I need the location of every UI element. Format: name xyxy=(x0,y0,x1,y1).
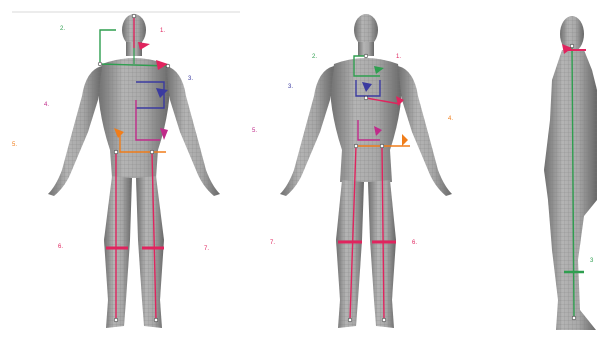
front-label-5: 5. xyxy=(12,142,17,148)
front-figure: 1. 2. 3. 4. 5. 6. 7. xyxy=(12,14,220,328)
side-body xyxy=(544,16,597,330)
back-label-2: 2. xyxy=(312,54,317,60)
back-label-6: 6. xyxy=(412,240,417,246)
front-label-1: 1. xyxy=(160,28,165,34)
front-label-7: 7. xyxy=(204,246,209,252)
back-body xyxy=(280,14,452,328)
front-label-4: 4. xyxy=(44,102,49,108)
back-figure: 1. 2. 3. 4. 5. 6. 7. xyxy=(252,14,453,328)
side-figure: 3 xyxy=(544,16,597,330)
front-label-2: 2. xyxy=(60,26,65,32)
front-label-3: 3. xyxy=(188,76,193,82)
back-label-3: 3. xyxy=(288,84,293,90)
back-label-7: 7. xyxy=(270,240,275,246)
back-label-4: 4. xyxy=(448,116,453,122)
back-label-1: 1. xyxy=(396,54,401,60)
side-label-3: 3 xyxy=(590,258,594,264)
back-label-5: 5. xyxy=(252,128,257,134)
front-label-6: 6. xyxy=(58,244,63,250)
